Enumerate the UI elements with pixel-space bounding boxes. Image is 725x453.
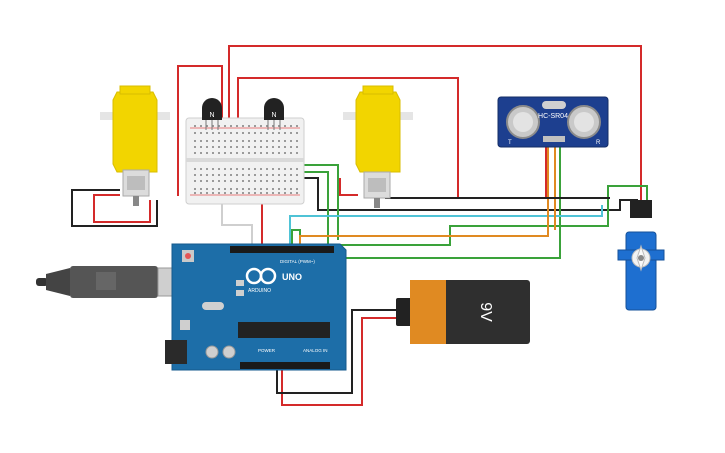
dc-motor-right[interactable]: [343, 85, 413, 208]
breadboard[interactable]: [185, 117, 305, 205]
sensor-model-label: HC-SR04: [538, 113, 568, 120]
arduino-power-label: POWER: [258, 348, 276, 353]
battery-9v[interactable]: 9V: [396, 280, 530, 344]
wire-red-sensor[interactable]: [237, 77, 547, 199]
wire-cyan[interactable]: [289, 205, 603, 245]
usb-cable-icon[interactable]: [36, 266, 185, 298]
ultrasonic-sensor[interactable]: HC-SR04 T R: [497, 96, 609, 148]
transistor-2[interactable]: N: [264, 98, 284, 130]
arduino-analog-label: ANALOG IN: [303, 348, 328, 353]
transistor-letter: N: [271, 112, 276, 119]
sensor-right-mark: R: [596, 140, 601, 146]
servo-motor[interactable]: [617, 200, 665, 311]
wire-green-1[interactable]: [300, 171, 648, 246]
wire-white[interactable]: [221, 200, 253, 245]
arduino-logo-text: UNO: [282, 272, 302, 282]
battery-label: 9V: [477, 302, 494, 322]
wire-orange-1[interactable]: [299, 140, 549, 245]
breadboard-holes: [194, 125, 298, 194]
transistor-letter: N: [209, 112, 214, 119]
arduino-uno-board[interactable]: UNO ARDUINO DIGITAL (PWM~) POWER ANALOG …: [165, 243, 347, 371]
arduino-brand-text: ARDUINO: [248, 288, 271, 294]
sensor-left-mark: T: [508, 140, 512, 146]
wire-red-motor-left-2[interactable]: [93, 194, 151, 223]
wire-black-motor-left[interactable]: [71, 189, 158, 227]
wire-red-motor-right[interactable]: [339, 178, 358, 196]
wire-red-battery[interactable]: [281, 317, 400, 406]
dc-motor-left[interactable]: [100, 85, 170, 206]
arduino-digital-label: DIGITAL (PWM~): [280, 259, 315, 264]
wire-red-top-servo[interactable]: [228, 45, 642, 208]
transistor-1[interactable]: N: [202, 98, 222, 130]
wire-red-motor-left[interactable]: [177, 65, 223, 196]
wire-black-battery[interactable]: [276, 309, 400, 394]
